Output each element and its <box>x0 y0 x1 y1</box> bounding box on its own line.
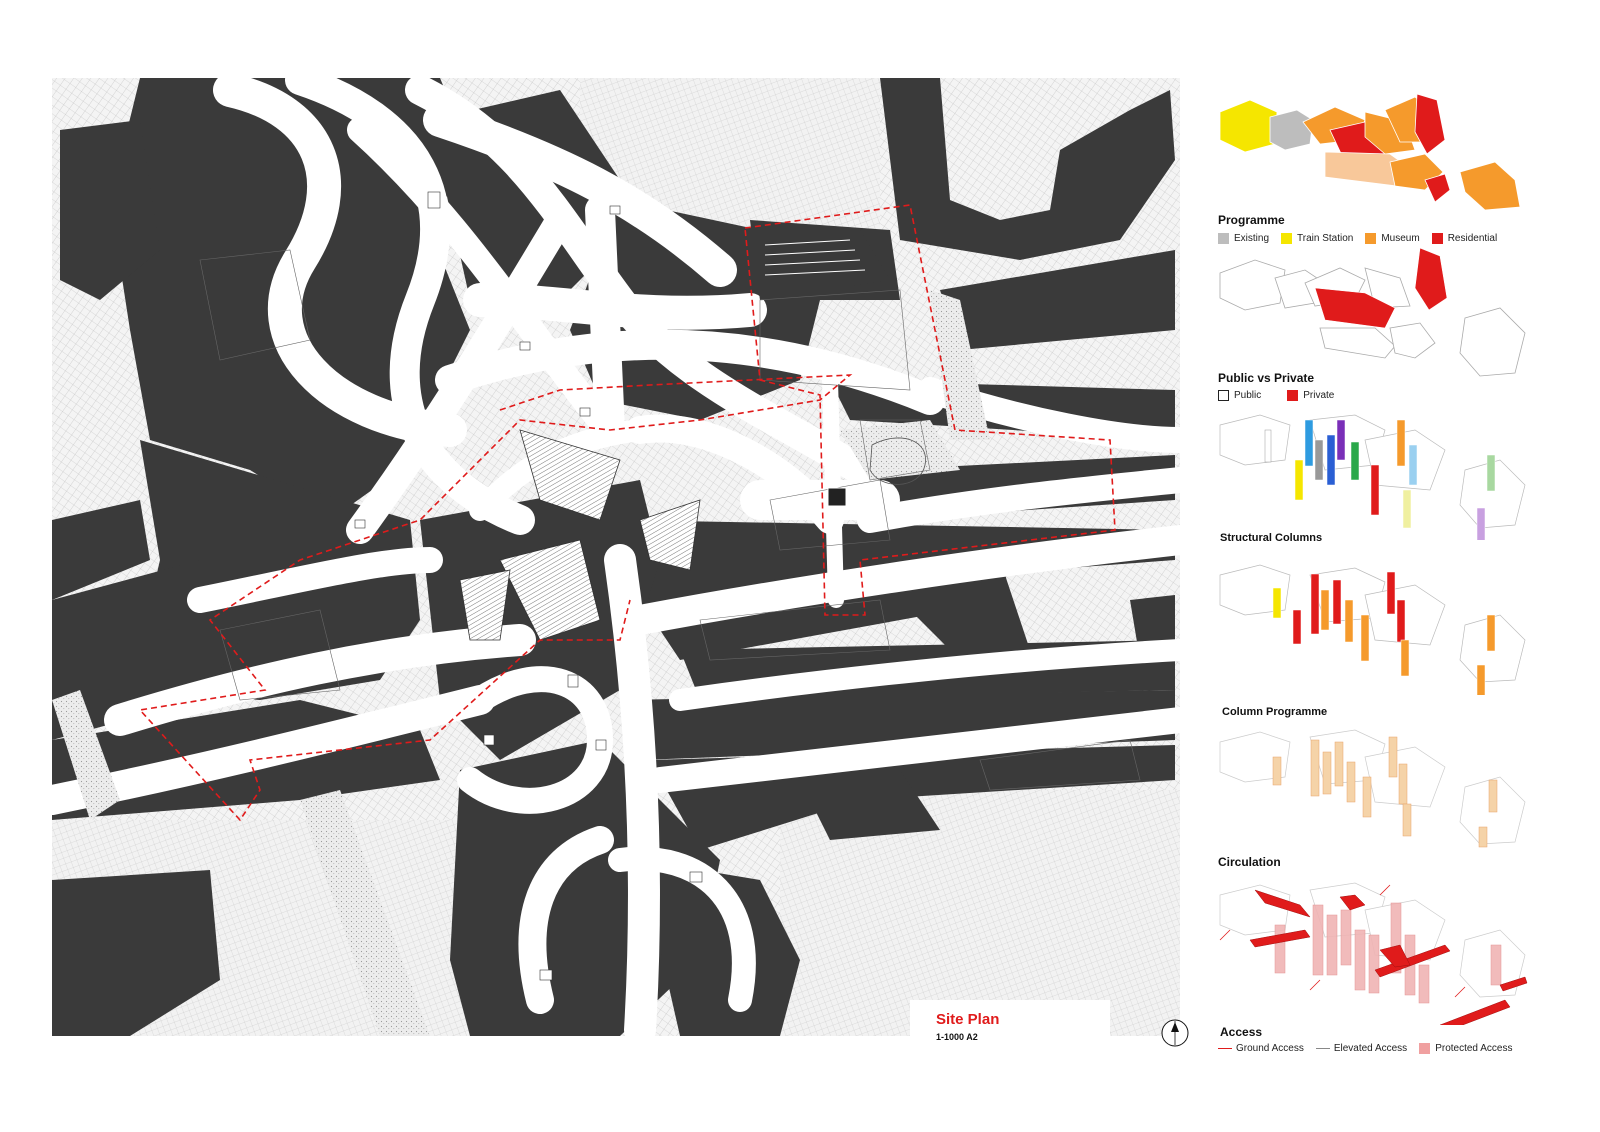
legend-item-ground-access: Ground Access <box>1218 1043 1304 1054</box>
legend-item-existing: Existing <box>1218 233 1269 244</box>
programme-title: Programme <box>1218 213 1285 227</box>
legend-item-private: Private <box>1287 390 1334 401</box>
pond-outline <box>869 437 926 485</box>
site-boundary <box>744 204 1116 616</box>
legend-item-protected-access: Protected Access <box>1419 1043 1512 1054</box>
structural-columns-diagram <box>1219 414 1526 540</box>
site-plan-title: Site Plan <box>936 1011 1000 1028</box>
legend-label-existing: Existing <box>1234 233 1270 244</box>
column-programme-diagram <box>1219 564 1526 695</box>
public-swatch <box>1218 390 1229 401</box>
street-network <box>52 78 1180 1036</box>
circulation-diagram <box>1219 729 1526 848</box>
access-title: Access <box>1220 1025 1263 1039</box>
building-outlines <box>199 249 1141 791</box>
existing-swatch <box>1218 233 1229 244</box>
north-arrow-icon <box>1161 1019 1189 1047</box>
access-legend: Ground Access Elevated Access Protected … <box>1218 1043 1524 1054</box>
legend-label-museum: Museum <box>1381 233 1420 244</box>
legend-label-protected-access: Protected Access <box>1435 1043 1513 1054</box>
residential-swatch <box>1431 233 1443 244</box>
legend-label-residential: Residential <box>1447 233 1498 244</box>
column-programme-title: Column Programme <box>1222 706 1328 718</box>
legend-label-elevated-access: Elevated Access <box>1333 1043 1408 1054</box>
protected-access-swatch <box>1419 1043 1431 1054</box>
legend-label-private: Private <box>1303 390 1335 401</box>
train-station-swatch <box>1281 233 1293 244</box>
structural-columns-title: Structural Columns <box>1220 532 1323 544</box>
legend-item-museum: Museum <box>1365 233 1420 244</box>
site-boundary-west <box>138 374 853 822</box>
legend-item-residential: Residential <box>1431 233 1498 244</box>
private-swatch <box>1287 390 1299 401</box>
tower-markers <box>354 191 847 981</box>
legend-item-public: Public <box>1218 390 1261 401</box>
programme-diagram <box>1219 93 1521 211</box>
public-private-title: Public vs Private <box>1218 371 1315 385</box>
legend-label-public: Public <box>1234 390 1262 401</box>
hatched-surfaces <box>459 429 701 641</box>
circulation-title: Circulation <box>1218 855 1281 869</box>
legend-label-ground-access: Ground Access <box>1236 1043 1304 1054</box>
ground-access-line <box>1218 1048 1232 1049</box>
access-diagram <box>1219 882 1528 1025</box>
public-private-diagram <box>1219 248 1526 377</box>
legend-item-elevated-access: Elevated Access <box>1315 1043 1408 1054</box>
elevated-access-line <box>1315 1048 1330 1049</box>
site-plan-scale: 1-1000 A2 <box>936 1032 978 1042</box>
programme-legend: Existing Train Station Museum Residentia… <box>1218 233 1509 244</box>
parking-area <box>750 230 890 300</box>
legend-item-train-station: Train Station <box>1281 233 1353 244</box>
public-private-legend: Public Private <box>1218 390 1346 401</box>
legend-label-train-station: Train Station <box>1297 233 1354 244</box>
museum-swatch <box>1365 233 1377 244</box>
